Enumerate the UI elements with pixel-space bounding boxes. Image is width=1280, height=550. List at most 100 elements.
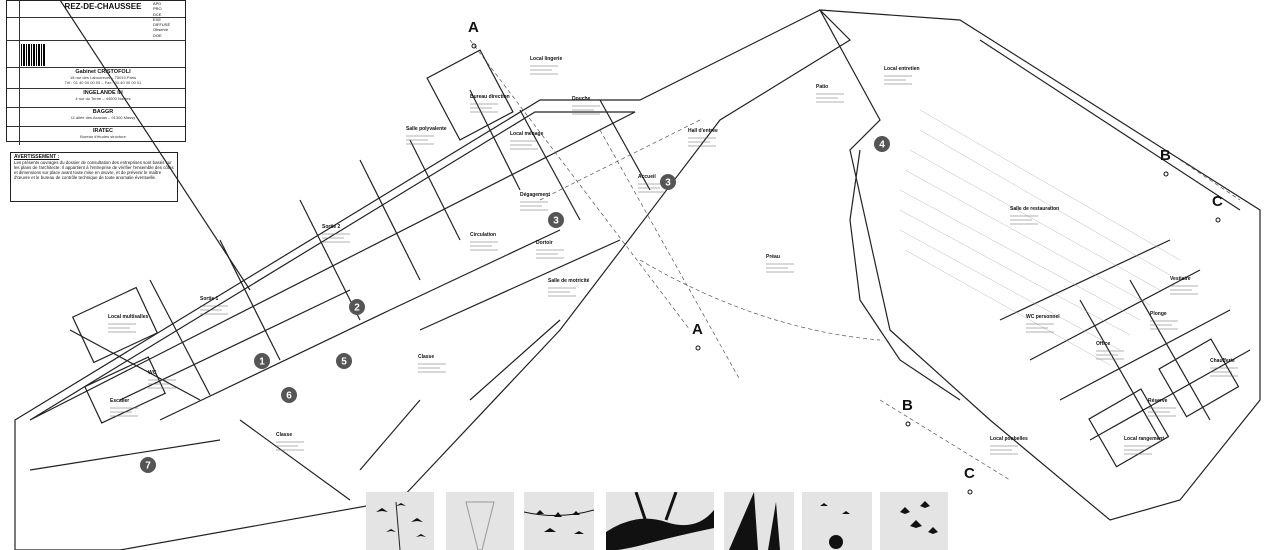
firm-name: BAGGR bbox=[92, 109, 114, 115]
notes-side bbox=[7, 18, 20, 40]
section-mark-dot bbox=[695, 345, 701, 351]
marker-number: 1 bbox=[259, 357, 265, 368]
section-mark-dot bbox=[471, 43, 477, 49]
room-box bbox=[1088, 388, 1170, 468]
room-label: Salle de motricité bbox=[548, 278, 590, 284]
room-label: Dortoir bbox=[536, 240, 553, 246]
room-label: Classe bbox=[418, 354, 434, 360]
tower-outline-icon bbox=[465, 501, 495, 550]
firm-line: 11 allée des Acacias – 91300 Massy bbox=[70, 115, 136, 120]
partition bbox=[599, 99, 651, 191]
bird-flower-icon bbox=[820, 503, 850, 549]
firm-name: Gabinet CRISTOFOLI bbox=[75, 69, 131, 75]
room-label: Local lingerie bbox=[530, 56, 562, 62]
thumbnail-image bbox=[802, 492, 872, 550]
marker-circle bbox=[254, 353, 270, 369]
room-label: Sortie 2 bbox=[322, 224, 341, 230]
partition bbox=[149, 279, 211, 396]
room-labels: Local multisalles Sortie 1 Sortie 2 Salle p… bbox=[108, 56, 1238, 455]
partition bbox=[1059, 309, 1231, 401]
firm-row-3: BAGGR 11 allée des Acacias – 91300 Massy bbox=[7, 108, 185, 127]
partition bbox=[59, 0, 251, 291]
marker-number: 6 bbox=[286, 391, 292, 402]
firm-side-1 bbox=[7, 68, 20, 88]
thumbnail-image bbox=[524, 492, 594, 550]
room-label: Local rangement bbox=[1124, 436, 1164, 442]
room-label: Circulation bbox=[470, 232, 496, 238]
marker-circle bbox=[140, 457, 156, 473]
room-label: Douche bbox=[572, 96, 591, 102]
section-line bbox=[879, 399, 1011, 481]
partition bbox=[29, 439, 221, 471]
birds-on-wire-icon bbox=[524, 509, 594, 534]
east-wing bbox=[818, 9, 1261, 521]
marker-circle bbox=[281, 387, 297, 403]
dashed-lines bbox=[469, 39, 1241, 481]
title-side bbox=[7, 1, 20, 17]
section-mark-c-bottom: C bbox=[964, 465, 975, 482]
room-label: Bureau direction bbox=[470, 94, 510, 100]
partition bbox=[469, 319, 561, 401]
section-mark-dot bbox=[967, 489, 973, 495]
firm-row-4: IRATEC Bureau d'études structure bbox=[7, 127, 185, 145]
room-label: Classe bbox=[276, 432, 292, 438]
room-label: Hall d'entrée bbox=[688, 128, 718, 134]
dashed-arc bbox=[639, 259, 881, 341]
section-mark-dot bbox=[1215, 217, 1221, 223]
section-line bbox=[469, 39, 691, 331]
section-mark-c-right: C bbox=[1212, 193, 1223, 210]
room-label: Dégagement bbox=[520, 192, 550, 198]
room-label: Local entretien bbox=[884, 66, 920, 72]
partition bbox=[469, 89, 521, 191]
warning-box: AVERTISSEMENT : Les présents ouvrages du… bbox=[10, 152, 178, 202]
firm-line: Tél : 01 40 00 00 00 – Fax : 01 40 00 00… bbox=[64, 80, 142, 85]
room-box bbox=[1158, 338, 1240, 418]
table-rows bbox=[899, 109, 1181, 366]
room-label: Patio bbox=[816, 84, 828, 90]
phase-item: DIFFUSÉ bbox=[153, 22, 171, 28]
corridor-wall bbox=[419, 239, 621, 331]
firm-line: 18 rue des Laboureurs – 75010 Paris bbox=[69, 75, 137, 80]
phase-item: EXE bbox=[153, 16, 162, 22]
room-label: Sortie 1 bbox=[200, 296, 219, 302]
room-label: Office bbox=[1096, 341, 1110, 347]
marker-number: 7 bbox=[145, 461, 151, 472]
room-label: Salle polyvalente bbox=[406, 126, 447, 132]
thumbnail-image bbox=[366, 492, 434, 550]
phase-list: APD PRO DCE EXE DIFFUSÉ Observé DOE bbox=[153, 1, 183, 38]
corridor-wall bbox=[389, 229, 561, 311]
marker-number: 3 bbox=[665, 178, 671, 189]
partition bbox=[1079, 299, 1161, 441]
firm-line: 4 rue du Tertre – 44000 Nantes bbox=[75, 96, 131, 101]
phase-item: Observé bbox=[153, 27, 169, 33]
phase-item: DCE bbox=[153, 11, 162, 17]
thumbnail-image bbox=[724, 492, 794, 550]
partition bbox=[299, 199, 361, 321]
room-label: WC bbox=[148, 370, 157, 376]
phase-item: APD bbox=[153, 1, 162, 6]
birds-flock-icon bbox=[376, 501, 426, 550]
east-wing-outline bbox=[818, 9, 1261, 521]
marker-circle bbox=[336, 353, 352, 369]
firm-name: IRATEC bbox=[92, 128, 114, 134]
marker-number: 3 bbox=[553, 216, 559, 227]
marker-number: 4 bbox=[879, 140, 885, 151]
firm-line: Bureau d'études structure bbox=[80, 134, 126, 139]
section-mark-a-top: A bbox=[468, 19, 479, 36]
section-mark-b-bottom: B bbox=[902, 397, 913, 414]
butterflies-icon bbox=[900, 501, 938, 534]
thumbnail-image bbox=[446, 492, 514, 550]
partition bbox=[359, 399, 421, 471]
room-label: Local multisalles bbox=[108, 314, 149, 320]
dashed-line bbox=[599, 129, 741, 381]
room-label: Réserve bbox=[1148, 398, 1168, 404]
phase-item: DOE bbox=[153, 32, 162, 38]
marker-circle bbox=[548, 212, 564, 228]
room-label: Local ménage bbox=[510, 131, 544, 137]
thumbnail-image bbox=[880, 492, 948, 550]
partition bbox=[219, 239, 281, 361]
